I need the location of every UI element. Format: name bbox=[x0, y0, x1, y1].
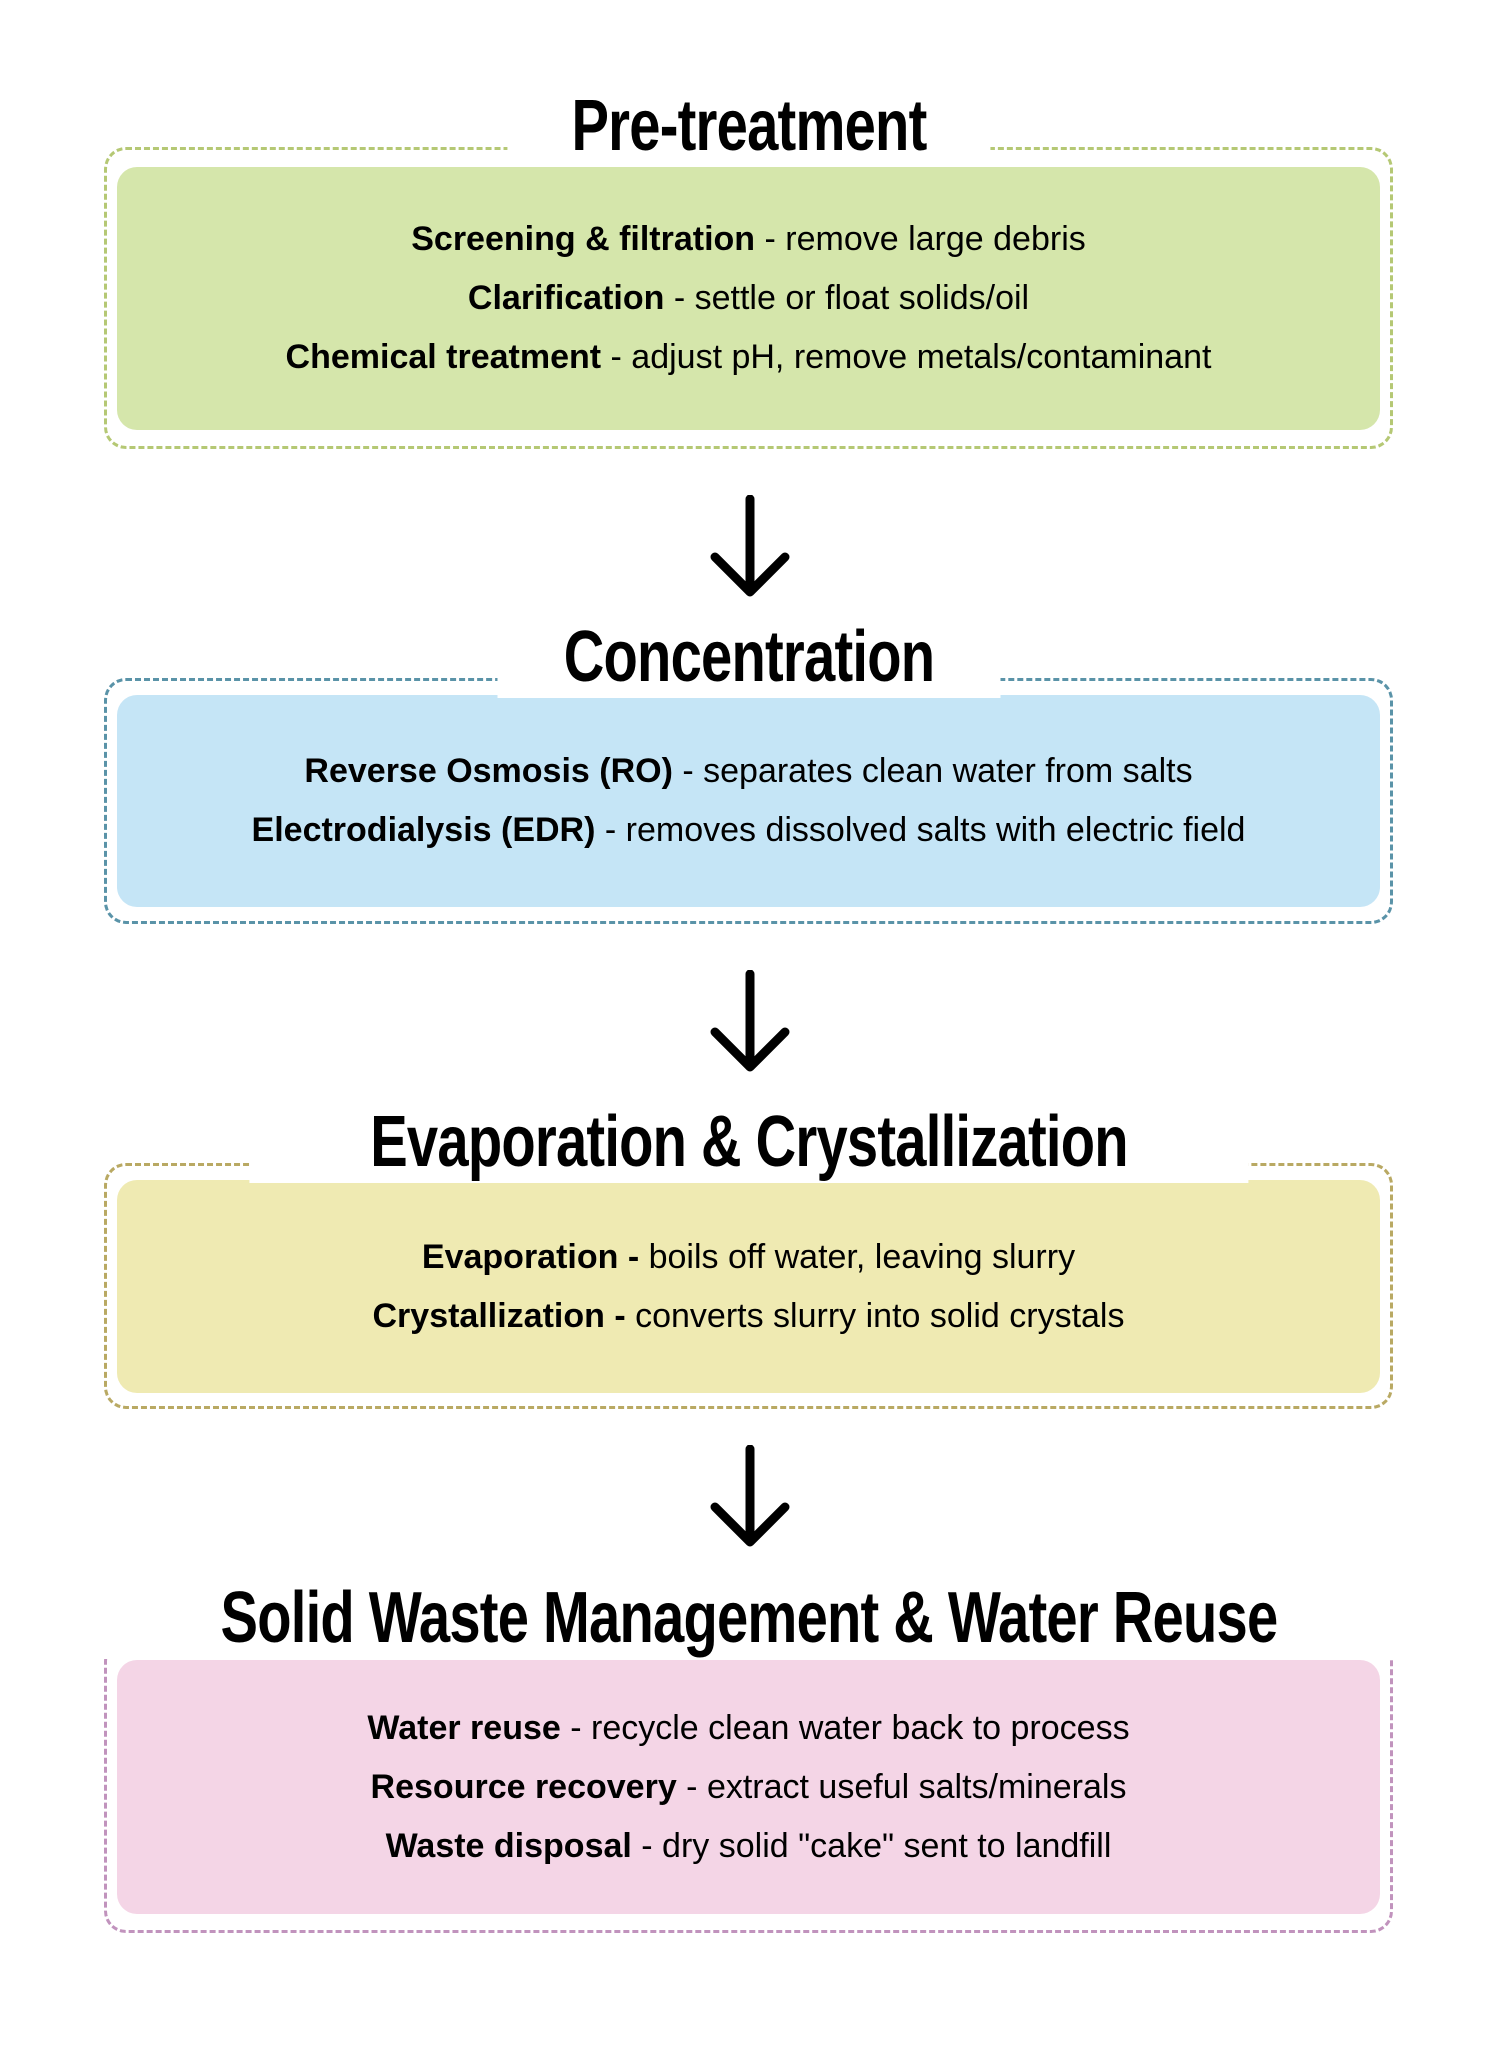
item-description: - settle or float solids/oil bbox=[664, 279, 1030, 317]
stage-title-text: Evaporation & Crystallization bbox=[369, 1102, 1128, 1182]
list-item: Screening & filtration - remove large de… bbox=[411, 210, 1086, 269]
stage-title-text: Concentration bbox=[563, 617, 934, 697]
list-item: Resource recovery - extract useful salts… bbox=[371, 1758, 1127, 1817]
item-term: Clarification bbox=[467, 279, 665, 317]
list-item: Chemical treatment - adjust pH, remove m… bbox=[286, 328, 1212, 387]
stage-title: Pre-treatment bbox=[506, 85, 991, 167]
stage-title: Solid Waste Management & Water Reuse bbox=[57, 1577, 1440, 1659]
item-description: - adjust pH, remove metals/contaminant bbox=[601, 338, 1212, 376]
stage-concentration: Reverse Osmosis (RO) - separates clean w… bbox=[104, 616, 1393, 924]
stage-content-box: Screening & filtration - remove large de… bbox=[117, 167, 1380, 430]
stage-title-text: Pre-treatment bbox=[570, 86, 927, 166]
arrow-down-icon bbox=[710, 1445, 790, 1547]
item-description: boils off water, leaving slurry bbox=[639, 1237, 1076, 1276]
item-term: Waste disposal bbox=[385, 1826, 632, 1865]
item-description: - removes dissolved salts with electric … bbox=[595, 811, 1246, 849]
item-description: - separates clean water from salts bbox=[672, 752, 1193, 790]
item-term: Water reuse bbox=[367, 1708, 561, 1747]
item-term: Chemical treatment bbox=[285, 338, 602, 376]
list-item: Water reuse - recycle clean water back t… bbox=[367, 1699, 1129, 1758]
item-term: Screening & filtration bbox=[411, 220, 756, 258]
item-term: Crystallization - bbox=[372, 1296, 626, 1335]
list-item: Crystallization - converts slurry into s… bbox=[373, 1287, 1125, 1346]
list-item: Evaporation - boils off water, leaving s… bbox=[422, 1228, 1075, 1287]
list-item: Electrodialysis (EDR) - removes dissolve… bbox=[252, 801, 1246, 860]
arrow-down-icon bbox=[710, 495, 790, 597]
stage-content-box: Water reuse - recycle clean water back t… bbox=[117, 1660, 1380, 1914]
stage-title-text: Solid Waste Management & Water Reuse bbox=[220, 1578, 1278, 1658]
item-description: - extract useful salts/minerals bbox=[676, 1767, 1127, 1806]
stage-evaporation-crystallization: Evaporation - boils off water, leaving s… bbox=[104, 1101, 1393, 1409]
stage-pre-treatment: Screening & filtration - remove large de… bbox=[104, 85, 1393, 449]
item-term: Evaporation - bbox=[421, 1237, 640, 1276]
item-term: Resource recovery bbox=[370, 1767, 677, 1806]
stage-title: Evaporation & Crystallization bbox=[248, 1101, 1249, 1183]
list-item: Clarification - settle or float solids/o… bbox=[468, 269, 1029, 328]
arrow-down-icon bbox=[710, 970, 790, 1072]
item-description: - dry solid "cake" sent to landfill bbox=[631, 1826, 1112, 1865]
stage-solid-waste-water-reuse: Water reuse - recycle clean water back t… bbox=[57, 1577, 1440, 1933]
item-description: - remove large debris bbox=[755, 220, 1086, 258]
item-term: Reverse Osmosis (RO) bbox=[304, 752, 673, 790]
item-term: Electrodialysis (EDR) bbox=[251, 811, 596, 849]
item-description: - recycle clean water back to process bbox=[560, 1708, 1130, 1747]
item-description: converts slurry into solid crystals bbox=[625, 1296, 1125, 1335]
stage-content-box: Reverse Osmosis (RO) - separates clean w… bbox=[117, 695, 1380, 907]
stage-title: Concentration bbox=[496, 616, 1001, 698]
list-item: Waste disposal - dry solid "cake" sent t… bbox=[386, 1817, 1112, 1876]
stage-content-box: Evaporation - boils off water, leaving s… bbox=[117, 1180, 1380, 1393]
list-item: Reverse Osmosis (RO) - separates clean w… bbox=[304, 742, 1192, 801]
